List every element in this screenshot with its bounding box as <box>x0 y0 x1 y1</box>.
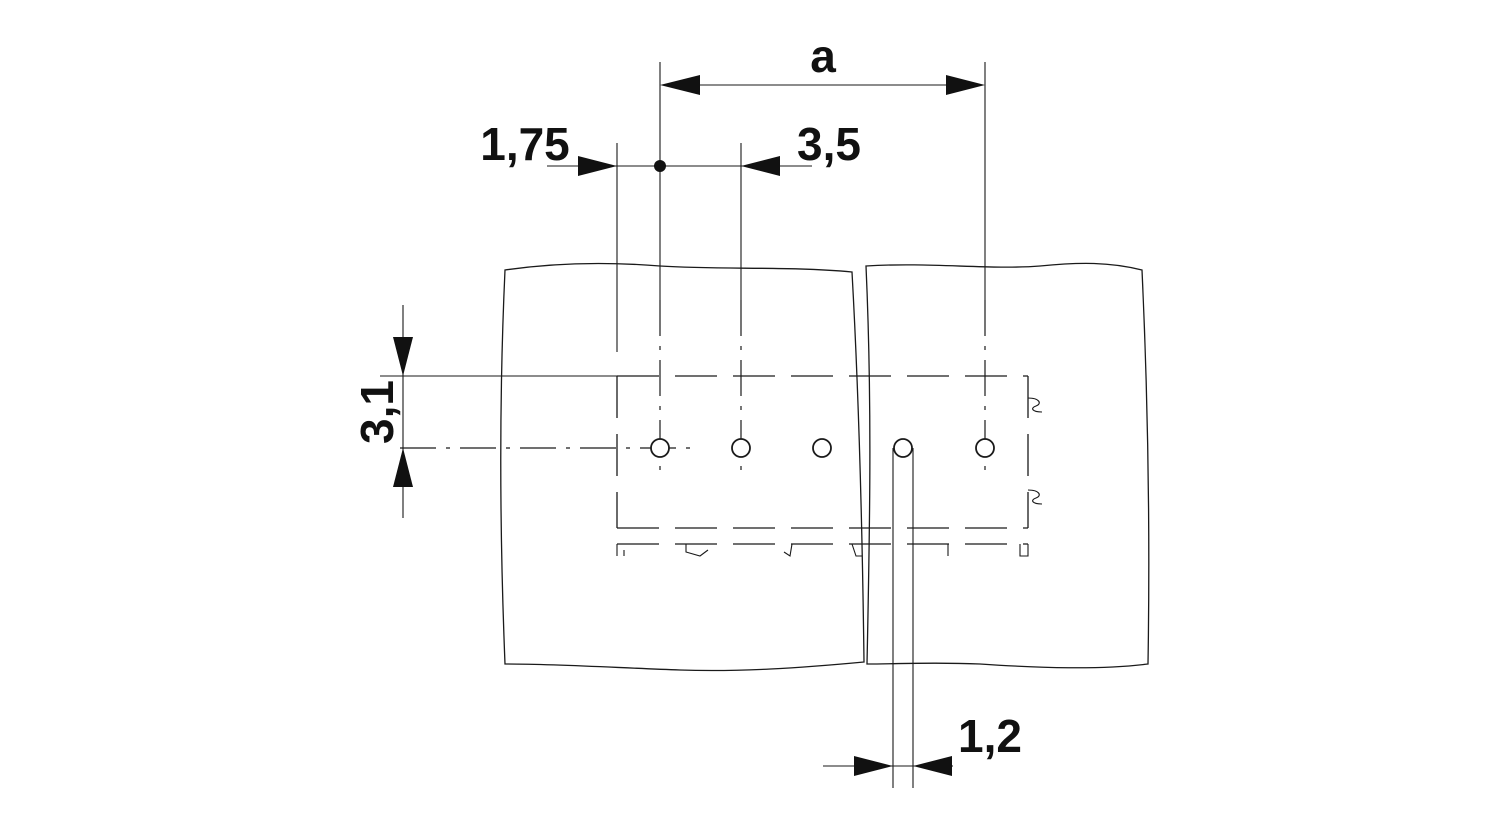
pin-hole-5 <box>975 438 995 458</box>
dimension-hole-diameter-label: 1,2 <box>958 710 1022 762</box>
dimension-offset-label: 1,75 <box>480 118 570 170</box>
dimension-a-label: a <box>810 30 836 82</box>
dimension-a: a <box>660 30 985 95</box>
dimension-row-offset-label: 3,1 <box>351 380 403 444</box>
pin-hole-2 <box>731 438 751 458</box>
component-outline <box>616 375 1043 557</box>
dimension-hole-diameter: 1,2 <box>823 710 1022 776</box>
pcb-board-left <box>500 262 865 672</box>
pcb-board-right <box>865 262 1150 669</box>
pin-hole-4 <box>893 438 913 458</box>
extension-lines <box>380 62 986 788</box>
pin-hole-1 <box>650 438 670 458</box>
dimension-pitch-label: 3,5 <box>797 118 861 170</box>
pin-holes <box>650 438 995 458</box>
dimension-row-offset: 3,1 <box>351 305 413 518</box>
dimension-pitch: 1,75 3,5 <box>480 118 861 176</box>
pin-hole-3 <box>812 438 832 458</box>
